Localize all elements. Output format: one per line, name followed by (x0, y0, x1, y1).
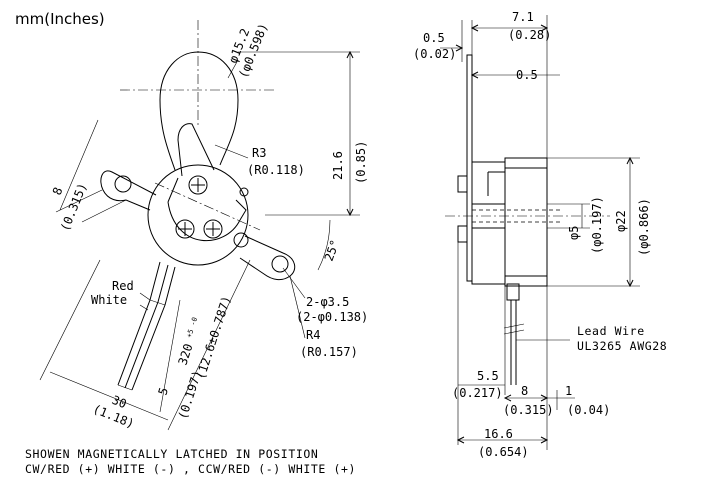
label-dim-1-in: (0.04) (567, 403, 610, 417)
label-plate-0-5-in: (0.02) (413, 47, 456, 61)
footnote-line-1: SHOWEN MAGNETICALLY LATCHED IN POSITION (25, 447, 318, 461)
front-view (39, 20, 360, 431)
footnote: SHOWEN MAGNETICALLY LATCHED IN POSITION … (25, 447, 356, 476)
label-angle: 25° (322, 238, 343, 263)
side-plate (466, 54, 473, 282)
label-r4: R4 (306, 328, 320, 342)
screw-top (188, 175, 208, 195)
mounting-hole-left (114, 175, 132, 193)
label-top-7-1: 7.1 (512, 10, 534, 24)
gear-lobe-outline (159, 51, 239, 171)
mounting-hole-right (271, 255, 289, 273)
screw-left (175, 219, 195, 239)
front-view-labels: mm(Inches) φ15.2 (φ0.598) R3 (R0.118) 21… (15, 10, 368, 431)
side-view-labels: 7.1 (0.28) 0.5 (0.02) 0.5 φ5 (φ0.197) φ2… (413, 10, 667, 459)
label-width-8-in: (0.315) (58, 181, 90, 233)
label-dia-5-in: (φ0.197) (590, 196, 604, 254)
label-wire-length-in: (12.6±0.787) (194, 294, 234, 381)
label-height-in: (0.85) (354, 141, 368, 184)
label-strip-5: 5 (156, 386, 172, 397)
label-lead-wire-title: Lead Wire (577, 324, 645, 338)
label-height: 21.6 (331, 151, 345, 180)
label-width-8: 8 (50, 185, 66, 197)
label-dia-22: φ22 (614, 210, 628, 232)
label-dim-16-6-in: (0.654) (478, 445, 529, 459)
label-strip-5-in: (0.197) (176, 368, 205, 420)
label-wire-length-tol: +5 -0 (185, 316, 199, 339)
units-note: mm(Inches) (15, 10, 105, 28)
label-r3-in: (R0.118) (247, 163, 305, 177)
label-holes-in: (2-φ0.138) (296, 310, 368, 324)
side-view (440, 15, 640, 450)
motor-body-outline (147, 164, 249, 266)
label-wire-red: Red (112, 279, 134, 293)
label-lead-wire-spec: UL3265 AWG28 (577, 339, 667, 353)
label-plate-0-5: 0.5 (423, 31, 445, 45)
label-dia-5: φ5 (567, 226, 581, 240)
label-holes: 2-φ3.5 (306, 295, 349, 309)
side-motor-body (504, 157, 548, 287)
label-top-7-1-in: (0.28) (508, 28, 551, 42)
label-r3: R3 (252, 146, 266, 160)
label-wire-white: White (91, 293, 127, 307)
label-r4-in: (R0.157) (300, 345, 358, 359)
label-span-30: 30 (110, 393, 129, 411)
mounting-flange-left (100, 170, 157, 211)
screw-right (203, 219, 223, 239)
label-dim-16-6: 16.6 (484, 427, 513, 441)
label-dim-5-5-in: (0.217) (452, 386, 503, 400)
label-wire-length: 320 (176, 342, 196, 367)
label-dim-5-5: 5.5 (477, 369, 499, 383)
footnote-line-2: CW/RED (+) WHITE (-) , CCW/RED (-) WHITE… (25, 462, 356, 476)
label-dim-1: 1 (565, 384, 572, 398)
label-dia-22-in: (φ0.866) (637, 198, 651, 256)
label-dim-8: 8 (521, 384, 528, 398)
label-dim-8-in: (0.315) (503, 403, 554, 417)
label-gap-0-5: 0.5 (516, 68, 538, 82)
